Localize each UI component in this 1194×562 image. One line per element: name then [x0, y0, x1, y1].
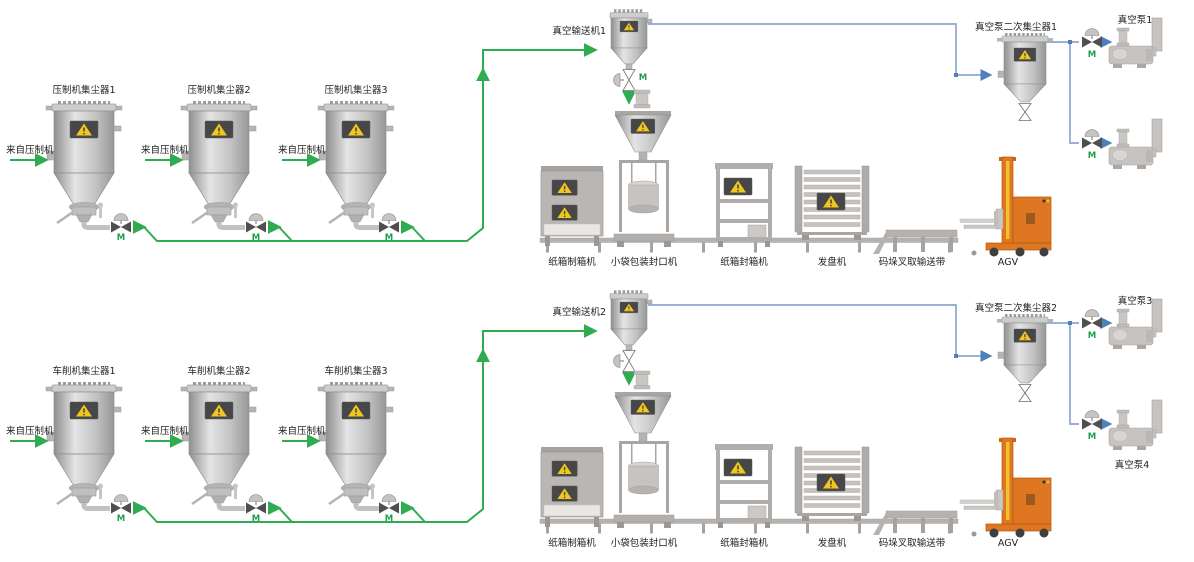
- process-row-2: [10, 292, 1162, 538]
- process-row-1: [10, 11, 1162, 257]
